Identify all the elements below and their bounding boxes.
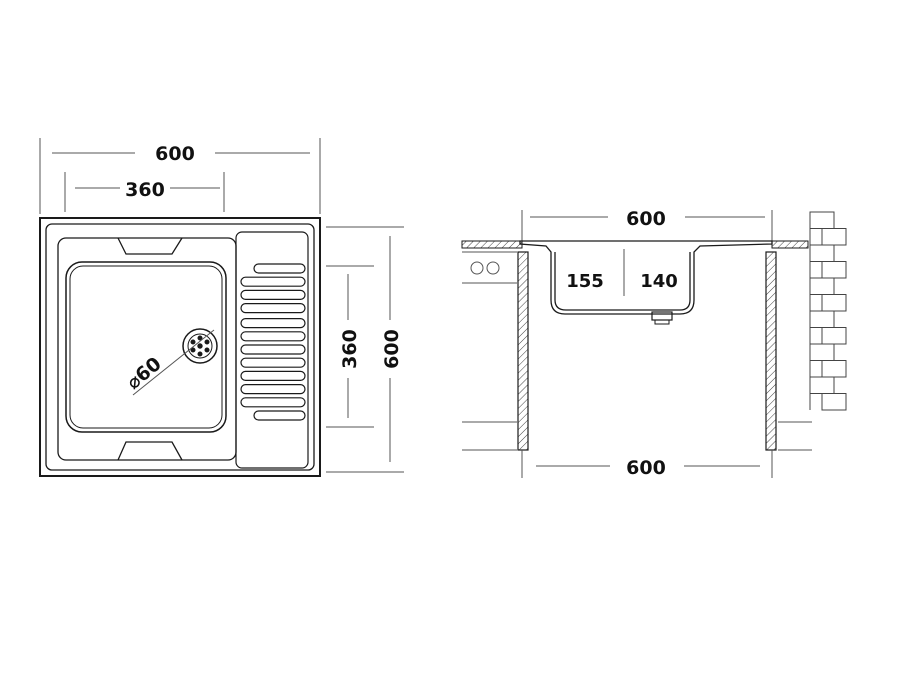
sink-profile (519, 240, 773, 325)
drain-diameter-label: ⌀60 (123, 353, 166, 394)
cabinet-walls (462, 251, 812, 451)
plan-width-dimension (39, 138, 321, 214)
plan-bowl-width-label: 360 (125, 179, 165, 201)
drainboard-rib (240, 289, 306, 300)
brick (821, 327, 847, 345)
drainboard-rib (240, 397, 306, 408)
drainboard-rib (240, 303, 306, 314)
plan-bowl-width-dimension (64, 172, 225, 212)
brick (821, 360, 847, 378)
drainboard-rib (253, 410, 306, 421)
brick-wall (809, 211, 847, 411)
sink-outline (39, 217, 321, 477)
brick (821, 294, 847, 312)
drain-leader-line (132, 329, 215, 396)
countertop (461, 240, 809, 284)
drainboard-ribs (240, 263, 306, 421)
brick (809, 244, 835, 262)
brick (821, 393, 847, 411)
section-top-width-dimension (521, 210, 773, 244)
drainboard-rib (240, 276, 306, 287)
drainboard-rib (240, 384, 306, 395)
drainboard-rib (240, 318, 306, 329)
brick (809, 376, 835, 394)
plan-overall-width-label: 600 (155, 143, 195, 165)
section-cabinet-width-dimension (521, 450, 773, 478)
drainboard-rib (240, 344, 306, 355)
section-view: 600 155 140 (461, 208, 847, 479)
plan-overall-depth-label: 600 (381, 329, 403, 369)
brick (809, 211, 835, 229)
section-bowl-depth-label: 155 (566, 271, 604, 292)
plan-bowl-height-label: 360 (339, 329, 361, 369)
drain-icon (182, 328, 218, 364)
brick (809, 343, 835, 361)
plan-depth-dimension (326, 226, 404, 473)
plan-bowl-height-dimension (326, 265, 374, 428)
brick (809, 310, 835, 328)
drainboard-rib (240, 357, 306, 368)
brick (821, 261, 847, 279)
brick (821, 228, 847, 246)
section-bowl-inner-depth-label: 140 (640, 271, 678, 292)
plan-view: 600 360 (39, 138, 404, 477)
brick (809, 277, 835, 295)
drainboard-rib (253, 263, 306, 274)
section-top-width-label: 600 (626, 208, 666, 230)
drainboard-rib (240, 370, 306, 381)
drainboard-rib (240, 331, 306, 342)
section-cabinet-width-label: 600 (626, 457, 666, 479)
